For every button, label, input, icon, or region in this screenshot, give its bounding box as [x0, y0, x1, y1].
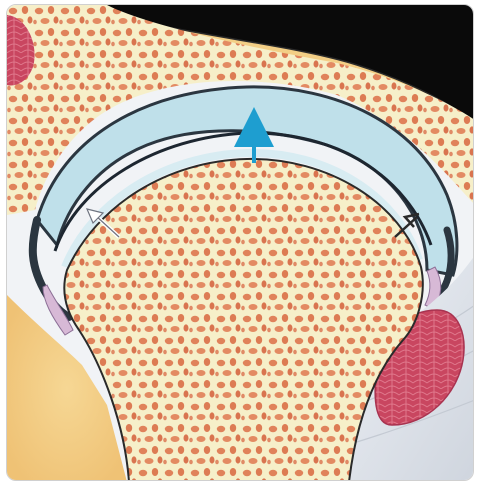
figure-frame: [6, 4, 474, 481]
joint-illustration: [7, 5, 474, 481]
